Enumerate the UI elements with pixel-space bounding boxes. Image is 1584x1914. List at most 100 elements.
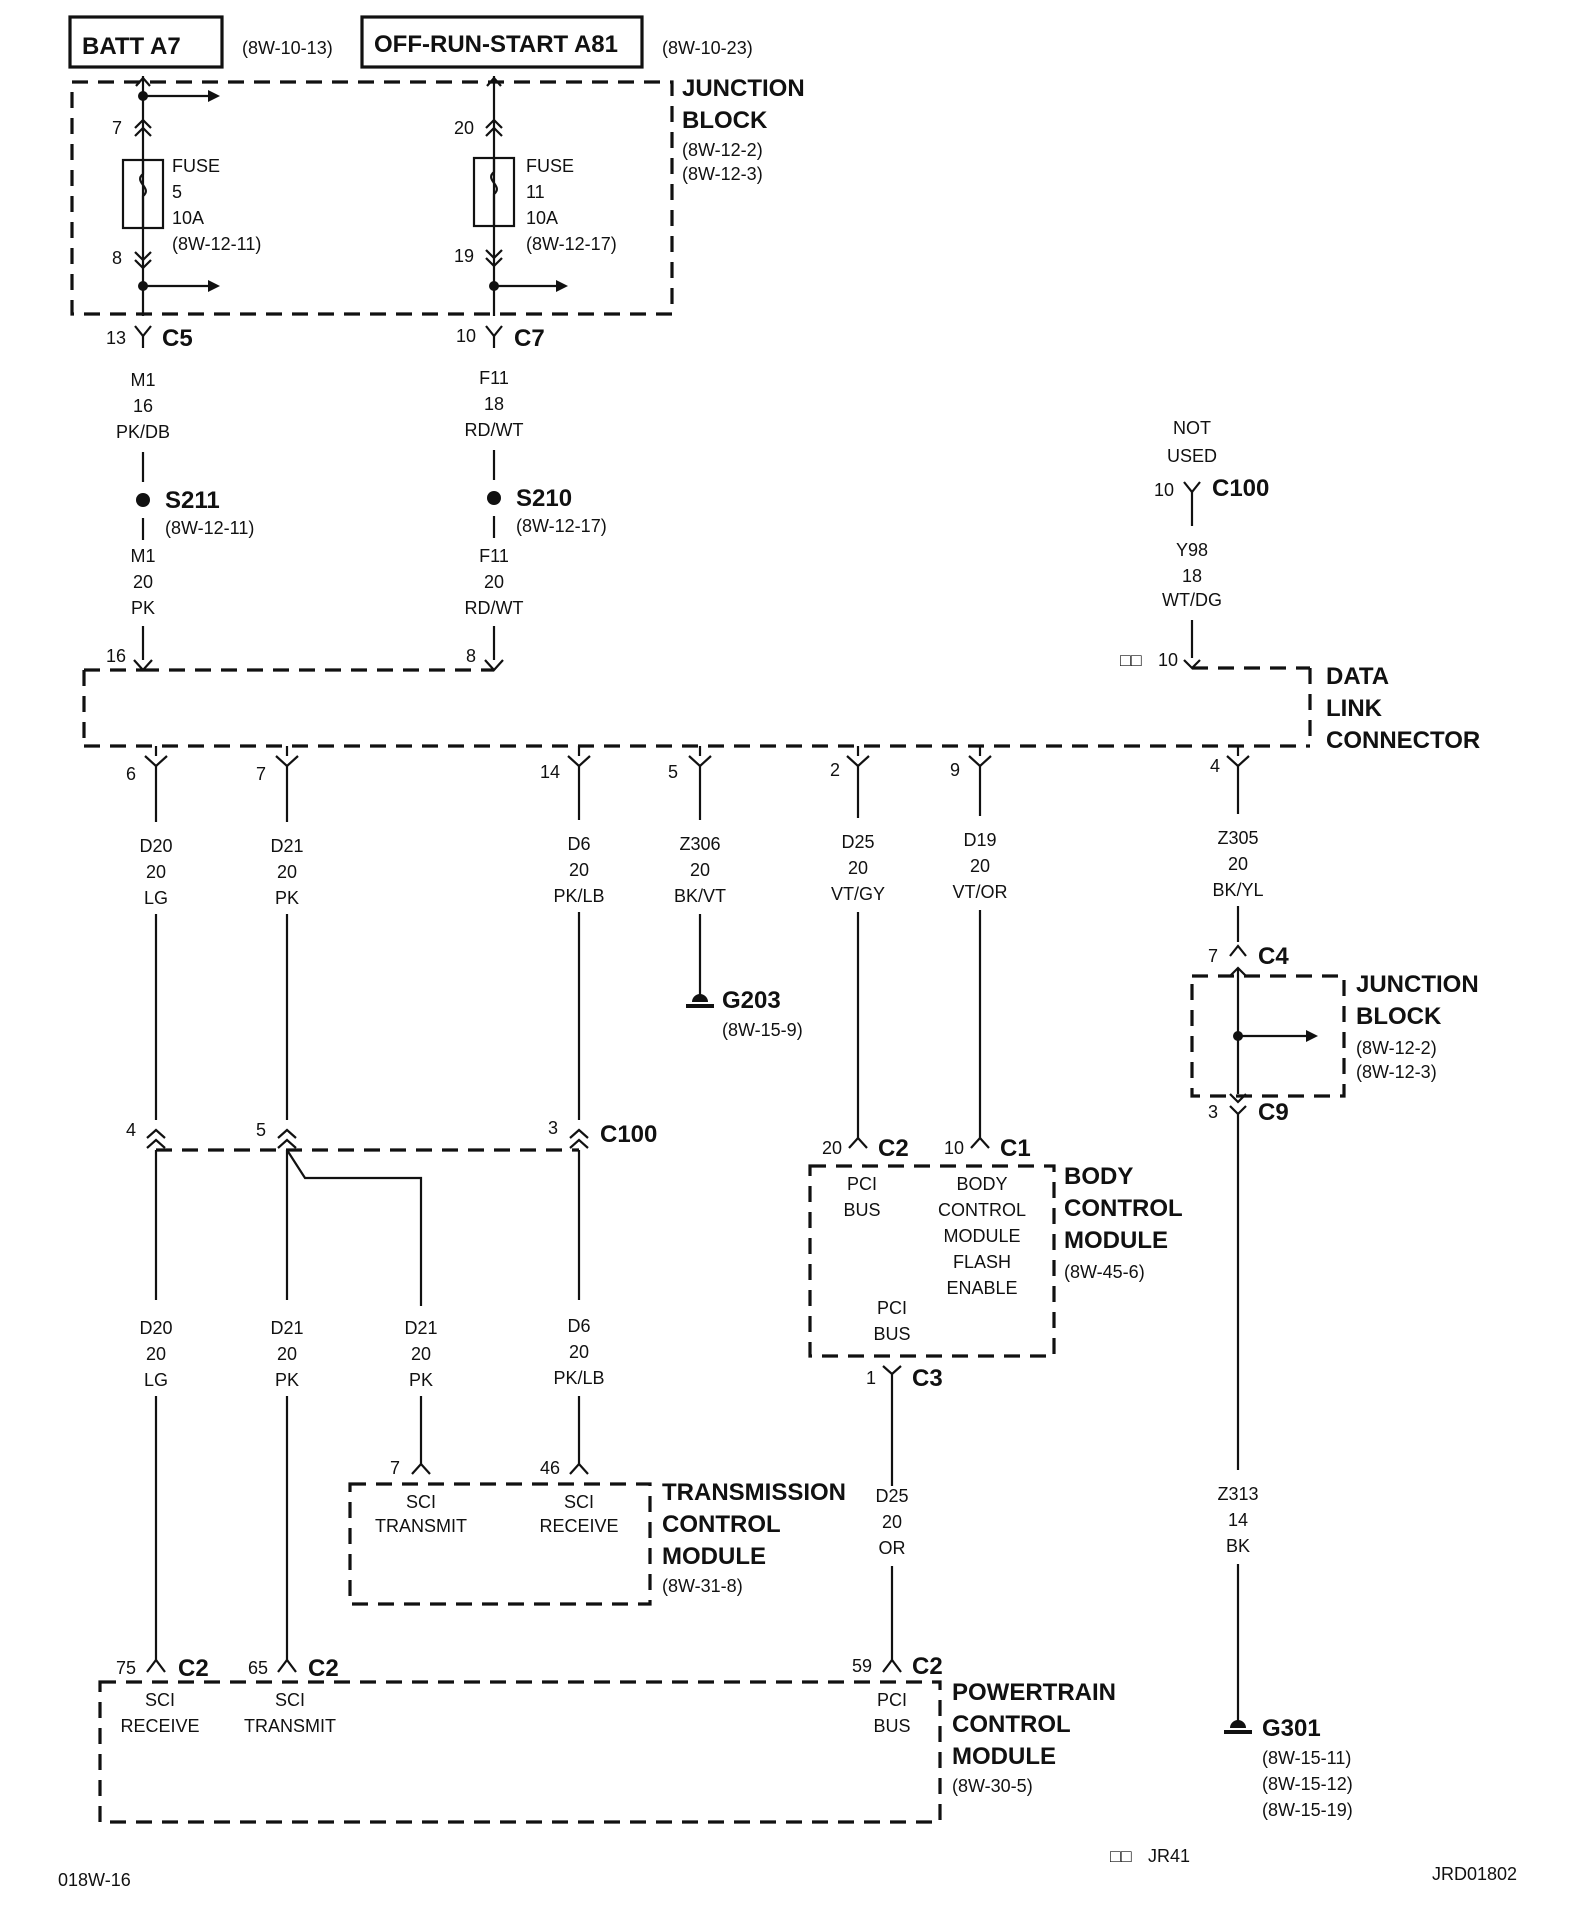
junction-block-right-arrow-head <box>1306 1030 1318 1042</box>
dlc-pin-10-mark: □□ <box>1120 650 1142 670</box>
wire-d21-c-gauge: 20 <box>411 1344 431 1364</box>
bcm-top-pins <box>848 1136 990 1149</box>
tcm-pin-7: 7 <box>390 1458 400 1478</box>
wire-z306-gauge: 20 <box>690 860 710 880</box>
wire-z306-circuit: Z306 <box>679 834 720 854</box>
batt-a7-label: BATT A7 <box>82 33 181 60</box>
wire-d21-a-labels: D21 20 PK <box>270 766 304 908</box>
dlc-pin-10: 10 <box>1158 650 1178 670</box>
dlc-bottom-pin-symbols <box>144 746 1250 768</box>
wire-d21-c-circuit: D21 <box>404 1318 437 1338</box>
c4-name: C4 <box>1258 943 1289 970</box>
pcm-receive: RECEIVE <box>120 1716 199 1736</box>
c100-mid-pin-5: 5 <box>256 1120 266 1140</box>
dlc-bottom-pin-7: 7 <box>256 764 266 784</box>
wire-y98-color: WT/DG <box>1162 590 1222 610</box>
c100-top-connector-symbol <box>1183 481 1201 526</box>
wire-f11-b-gauge: 20 <box>484 572 504 592</box>
bcm-c1-name: C1 <box>1000 1135 1031 1162</box>
dlc-bottom-pin-14: 14 <box>540 762 560 782</box>
c100-mid-pin-3: 3 <box>548 1118 558 1138</box>
wire-d25-a-labels: D25 20 VT/GY <box>831 766 885 904</box>
wire-z305-labels: Z305 20 BK/YL <box>1212 766 1264 900</box>
wire-z313-color: BK <box>1226 1536 1250 1556</box>
s210-ref: (8W-12-17) <box>516 516 607 536</box>
dlc-title-1: DATA <box>1326 663 1389 690</box>
bcm-bus-1: BUS <box>843 1200 880 1220</box>
wire-z305-gauge: 20 <box>1228 854 1248 874</box>
g301-ref-1: (8W-15-11) <box>1262 1748 1351 1768</box>
fuse-11-label: FUSE <box>526 156 574 176</box>
pcm-c2-b: C2 <box>308 1655 339 1682</box>
bcm-pci-2: PCI <box>877 1298 907 1318</box>
fuse-5-label: FUSE <box>172 156 220 176</box>
wire-m1-b-circuit: M1 <box>130 546 155 566</box>
bcm-pci-1: PCI <box>847 1174 877 1194</box>
wire-d25-b-gauge: 20 <box>882 1512 902 1532</box>
dlc-bottom-pin-9: 9 <box>950 760 960 780</box>
wire-d21-a-gauge: 20 <box>277 862 297 882</box>
dlc-pin-16: 16 <box>106 646 126 666</box>
fuse-11-amps: 10A <box>526 208 558 228</box>
fuse-11-pin-out: 19 <box>454 246 474 266</box>
not-used-line-1: NOT <box>1173 418 1211 438</box>
wire-d25-b-circuit: D25 <box>875 1486 908 1506</box>
wire-d6-b-circuit: D6 <box>567 1316 590 1336</box>
dlc-bottom-pin-2: 2 <box>830 760 840 780</box>
s210-splice-dot <box>487 491 501 505</box>
fuse-11-branch <box>472 76 568 316</box>
wire-f11-b-circuit: F11 <box>479 546 509 566</box>
tcm-sci-1: SCI <box>406 1492 436 1512</box>
wire-m1-circuit: M1 <box>130 370 155 390</box>
g301-ground-symbol <box>1224 1720 1252 1734</box>
batt-a7-ref: (8W-10-13) <box>242 38 333 58</box>
wire-d21-a-color: PK <box>275 888 299 908</box>
wire-z306-color: BK/VT <box>674 886 726 906</box>
pcm-pin-59: 59 <box>852 1656 872 1676</box>
footer-mid-code: JR41 <box>1148 1846 1190 1866</box>
c100-mid-pins <box>146 1128 589 1149</box>
wire-d25-a-color: VT/GY <box>831 884 885 904</box>
bcm-outline <box>808 1164 1056 1358</box>
pcm-pins <box>146 1658 902 1673</box>
wire-d19-circuit: D19 <box>963 830 996 850</box>
c9-name: C9 <box>1258 1099 1289 1126</box>
g301-name: G301 <box>1262 1715 1321 1742</box>
junction-block-top-outline <box>70 80 674 316</box>
pcm-sci-2: SCI <box>275 1690 305 1710</box>
c7-connector-symbol <box>485 325 503 348</box>
wire-d20-b-color: LG <box>144 1370 168 1390</box>
wire-z313-gauge: 14 <box>1228 1510 1248 1530</box>
fuse-11-pin-in: 20 <box>454 118 474 138</box>
junction-block-top-ref-2: (8W-12-3) <box>682 164 763 184</box>
c9-connector-symbol <box>1229 1093 1247 1470</box>
c4-pin: 7 <box>1208 946 1218 966</box>
dlc-bottom-pin-4: 4 <box>1210 756 1220 776</box>
tcm-transmit: TRANSMIT <box>375 1516 467 1536</box>
fuse-5-ref: (8W-12-11) <box>172 234 261 254</box>
wire-z305-circuit: Z305 <box>1217 828 1258 848</box>
pcm-title-2: CONTROL <box>952 1711 1071 1738</box>
dlc-title-2: LINK <box>1326 695 1383 722</box>
dlc-bottom-pin-5: 5 <box>668 762 678 782</box>
c9-pin: 3 <box>1208 1102 1218 1122</box>
tcm-outline <box>348 1482 652 1606</box>
wire-m1-color: PK/DB <box>116 422 170 442</box>
wire-d20-b-gauge: 20 <box>146 1344 166 1364</box>
off-run-start-label: OFF-RUN-START A81 <box>374 31 618 58</box>
wire-d21-b-circuit: D21 <box>270 1318 303 1338</box>
wire-z306-labels: Z306 20 BK/VT <box>674 766 726 906</box>
bcm-c3-connector-symbol <box>882 1365 902 1486</box>
dlc-bottom-pin-6: 6 <box>126 764 136 784</box>
bcm-flash-5: ENABLE <box>946 1278 1017 1298</box>
pcm-c2-c: C2 <box>912 1653 943 1680</box>
bcm-bus-2: BUS <box>873 1324 910 1344</box>
c7-name: C7 <box>514 325 545 352</box>
wire-y98-gauge: 18 <box>1182 566 1202 586</box>
off-run-start-ref: (8W-10-23) <box>662 38 753 58</box>
pcm-transmit: TRANSMIT <box>244 1716 336 1736</box>
s211-name: S211 <box>165 487 220 514</box>
junction-block-top-title-2: BLOCK <box>682 107 768 134</box>
batt-a7-box <box>68 15 224 69</box>
